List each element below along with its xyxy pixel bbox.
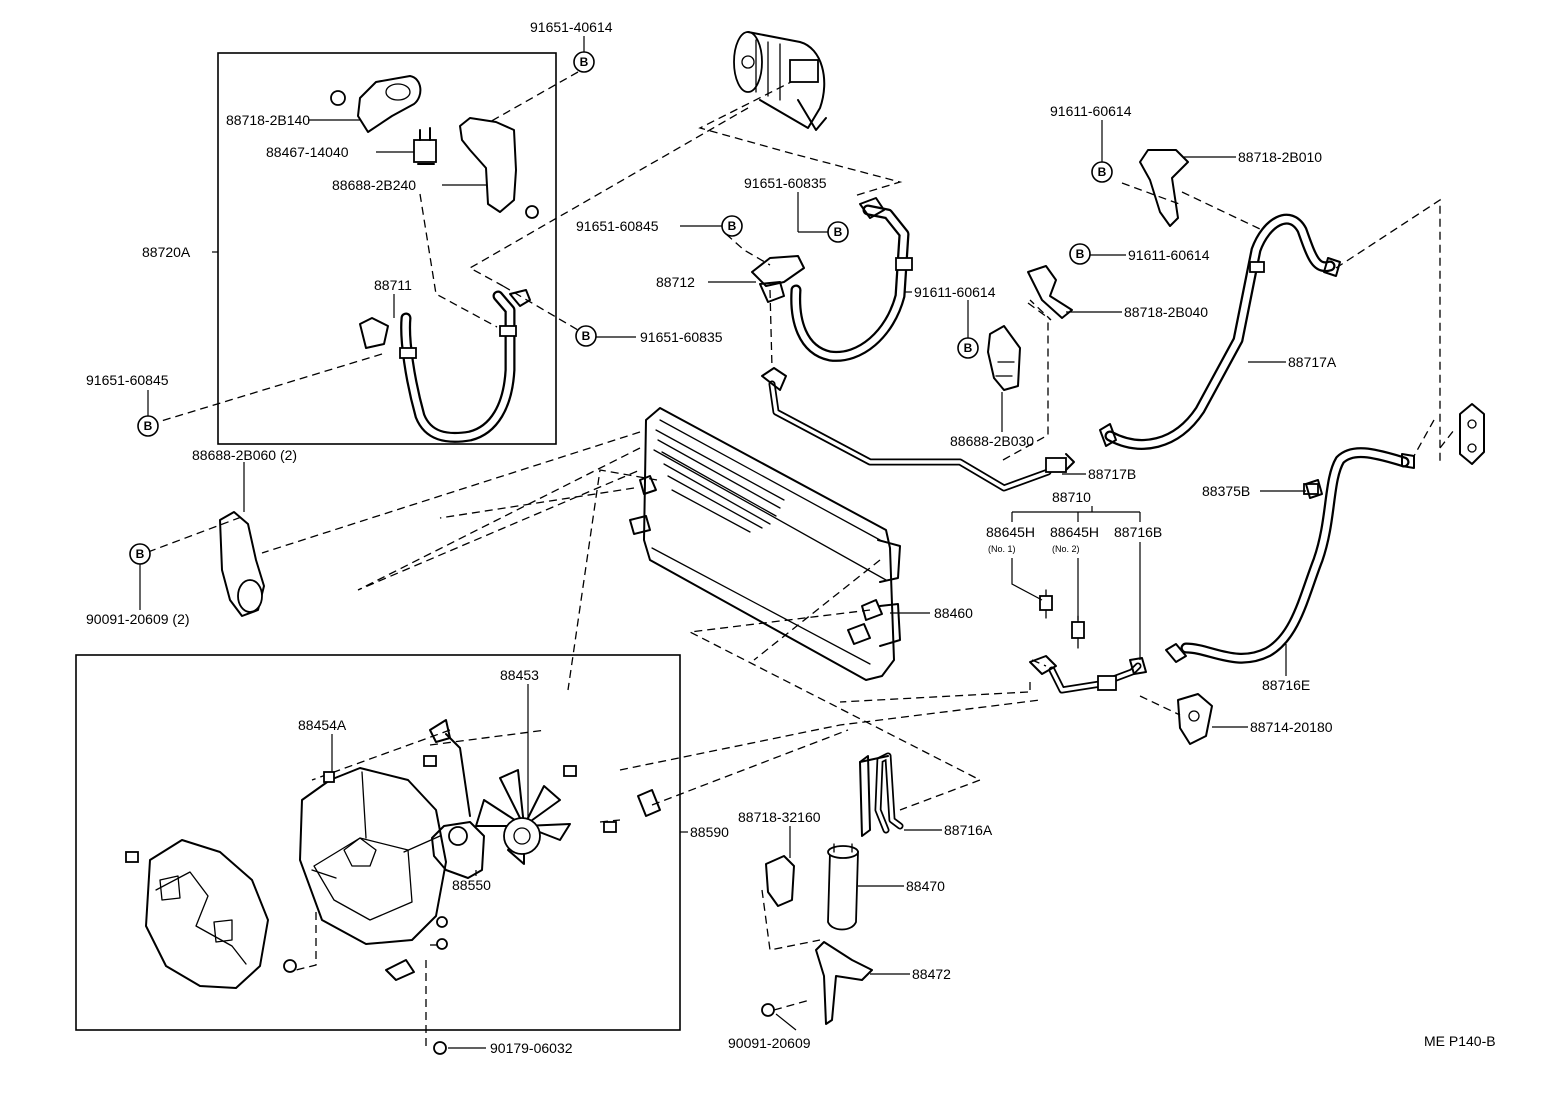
- nut-90179-06032: [433, 1041, 447, 1055]
- b-symbol: B: [827, 221, 849, 243]
- label-88688-2b030: 88688-2B030: [950, 433, 1034, 449]
- svg-text:B: B: [1098, 165, 1107, 179]
- label-88718-32160: 88718-32160: [738, 809, 821, 825]
- svg-text:B: B: [834, 225, 843, 239]
- fitting-88375b: [1305, 479, 1323, 499]
- clamp-88714-20180: [1177, 693, 1213, 745]
- b-symbol: B: [721, 215, 743, 237]
- fan-bolts: [125, 719, 661, 981]
- pipe-88717b: [761, 367, 1075, 492]
- label-88717b: 88717B: [1088, 466, 1136, 482]
- bracket-88688-2b060: [219, 511, 265, 617]
- bracket-88718-2b010: [1139, 149, 1189, 227]
- b-symbol: B: [957, 337, 979, 359]
- condenser-88460: [629, 407, 901, 681]
- fan-motor-88550: [431, 733, 485, 879]
- label-88720a: 88720A: [142, 244, 191, 260]
- label-88645h-no2: 88645H: [1050, 524, 1099, 540]
- label-88718-2b010: 88718-2B010: [1238, 149, 1322, 165]
- label-88710: 88710: [1052, 489, 1091, 505]
- fan-shroud-88454a: [299, 767, 447, 945]
- label-88688-2b060: 88688-2B060 (2): [192, 447, 297, 463]
- pressure-switch-88467-14040: [413, 127, 437, 165]
- label-88550: 88550: [452, 877, 491, 893]
- label-88716a: 88716A: [944, 822, 993, 838]
- label-no1: (No. 1): [988, 544, 1016, 554]
- bracket-88472: [815, 941, 873, 1025]
- hose-88717a: [1099, 213, 1341, 450]
- label-88718-2b140: 88718-2B140: [226, 112, 310, 128]
- label-88375b: 88375B: [1202, 483, 1250, 499]
- valve-88645h-no2: [1071, 615, 1085, 649]
- label-91611-60614: 91611-60614: [1128, 247, 1210, 263]
- leader-lines: [139, 36, 1306, 1049]
- b-symbols: B B B B B B B B B: [129, 51, 1113, 565]
- label-91651-60835: 91651-60835: [640, 329, 723, 345]
- label-91651-60845: 91651-60845: [86, 372, 169, 388]
- label-88470: 88470: [906, 878, 945, 894]
- label-91651-40614: 91651-40614: [530, 19, 613, 35]
- b-symbol: B: [137, 415, 159, 437]
- part-labels: 91651-40614 88718-2B140 88467-14040 8868…: [86, 19, 1496, 1056]
- label-91611-60614: 91611-60614: [1050, 103, 1132, 119]
- diagram-id: ME P140-B: [1424, 1033, 1496, 1049]
- svg-text:B: B: [1076, 247, 1085, 261]
- bracket-88718-32160: [765, 855, 795, 907]
- label-88453: 88453: [500, 667, 539, 683]
- label-91611-60614: 91611-60614: [914, 284, 996, 300]
- label-91651-60835: 91651-60835: [744, 175, 827, 191]
- nut-90091-20609: [761, 1003, 775, 1017]
- bracket-88718-2b040: [1027, 265, 1073, 319]
- svg-text:B: B: [580, 55, 589, 69]
- hose-88716e: [1165, 447, 1415, 664]
- svg-text:B: B: [144, 419, 153, 433]
- label-91651-60845: 91651-60845: [576, 218, 659, 234]
- flange-right: [1459, 403, 1485, 465]
- label-88716b: 88716B: [1114, 524, 1162, 540]
- b-symbol: B: [573, 51, 595, 73]
- bracket-88688-2b240: [459, 117, 539, 219]
- svg-text:B: B: [136, 547, 145, 561]
- b-symbol: B: [1091, 161, 1113, 183]
- label-88645h-no1: 88645H: [986, 524, 1035, 540]
- label-no2: (No. 2): [1052, 544, 1080, 554]
- bracket-88718-2b140: [330, 75, 422, 133]
- bracket-88688-2b030: [987, 325, 1021, 391]
- assembly-box-88720a: [217, 52, 557, 445]
- assembly-box-88590: [75, 654, 681, 1031]
- fan-cover: [145, 839, 269, 989]
- b-symbol: B: [1069, 243, 1091, 265]
- label-88460: 88460: [934, 605, 973, 621]
- label-88714-20180: 88714-20180: [1250, 719, 1333, 735]
- valve-88645h-no1: [1039, 589, 1053, 619]
- svg-text:B: B: [728, 219, 737, 233]
- label-90091-20609: 90091-20609: [728, 1035, 811, 1051]
- label-88472: 88472: [912, 966, 951, 982]
- label-88688-2b240: 88688-2B240: [332, 177, 416, 193]
- b-symbol: B: [129, 543, 151, 565]
- svg-text:B: B: [964, 341, 973, 355]
- label-88716e: 88716E: [1262, 677, 1310, 693]
- label-90091-20609-2: 90091-20609 (2): [86, 611, 190, 627]
- receiver-88470: [827, 843, 859, 931]
- label-88454a: 88454A: [298, 717, 347, 733]
- tube-88716b: [1029, 655, 1147, 694]
- tube-88716a: [859, 752, 904, 837]
- label-88711: 88711: [374, 277, 412, 293]
- compressor: [733, 31, 827, 131]
- hose-88711: [359, 289, 531, 443]
- label-88718-2b040: 88718-2B040: [1124, 304, 1208, 320]
- label-88467-14040: 88467-14040: [266, 144, 349, 160]
- label-88590: 88590: [690, 824, 729, 840]
- label-88717a: 88717A: [1288, 354, 1337, 370]
- label-88712: 88712: [656, 274, 695, 290]
- label-90179-06032: 90179-06032: [490, 1040, 573, 1056]
- dashed-guide-lines: [147, 71, 1455, 1048]
- fan-blade-88453: [475, 769, 571, 865]
- svg-text:B: B: [582, 329, 591, 343]
- hose-88712: [751, 197, 913, 362]
- b-symbol: B: [575, 325, 597, 347]
